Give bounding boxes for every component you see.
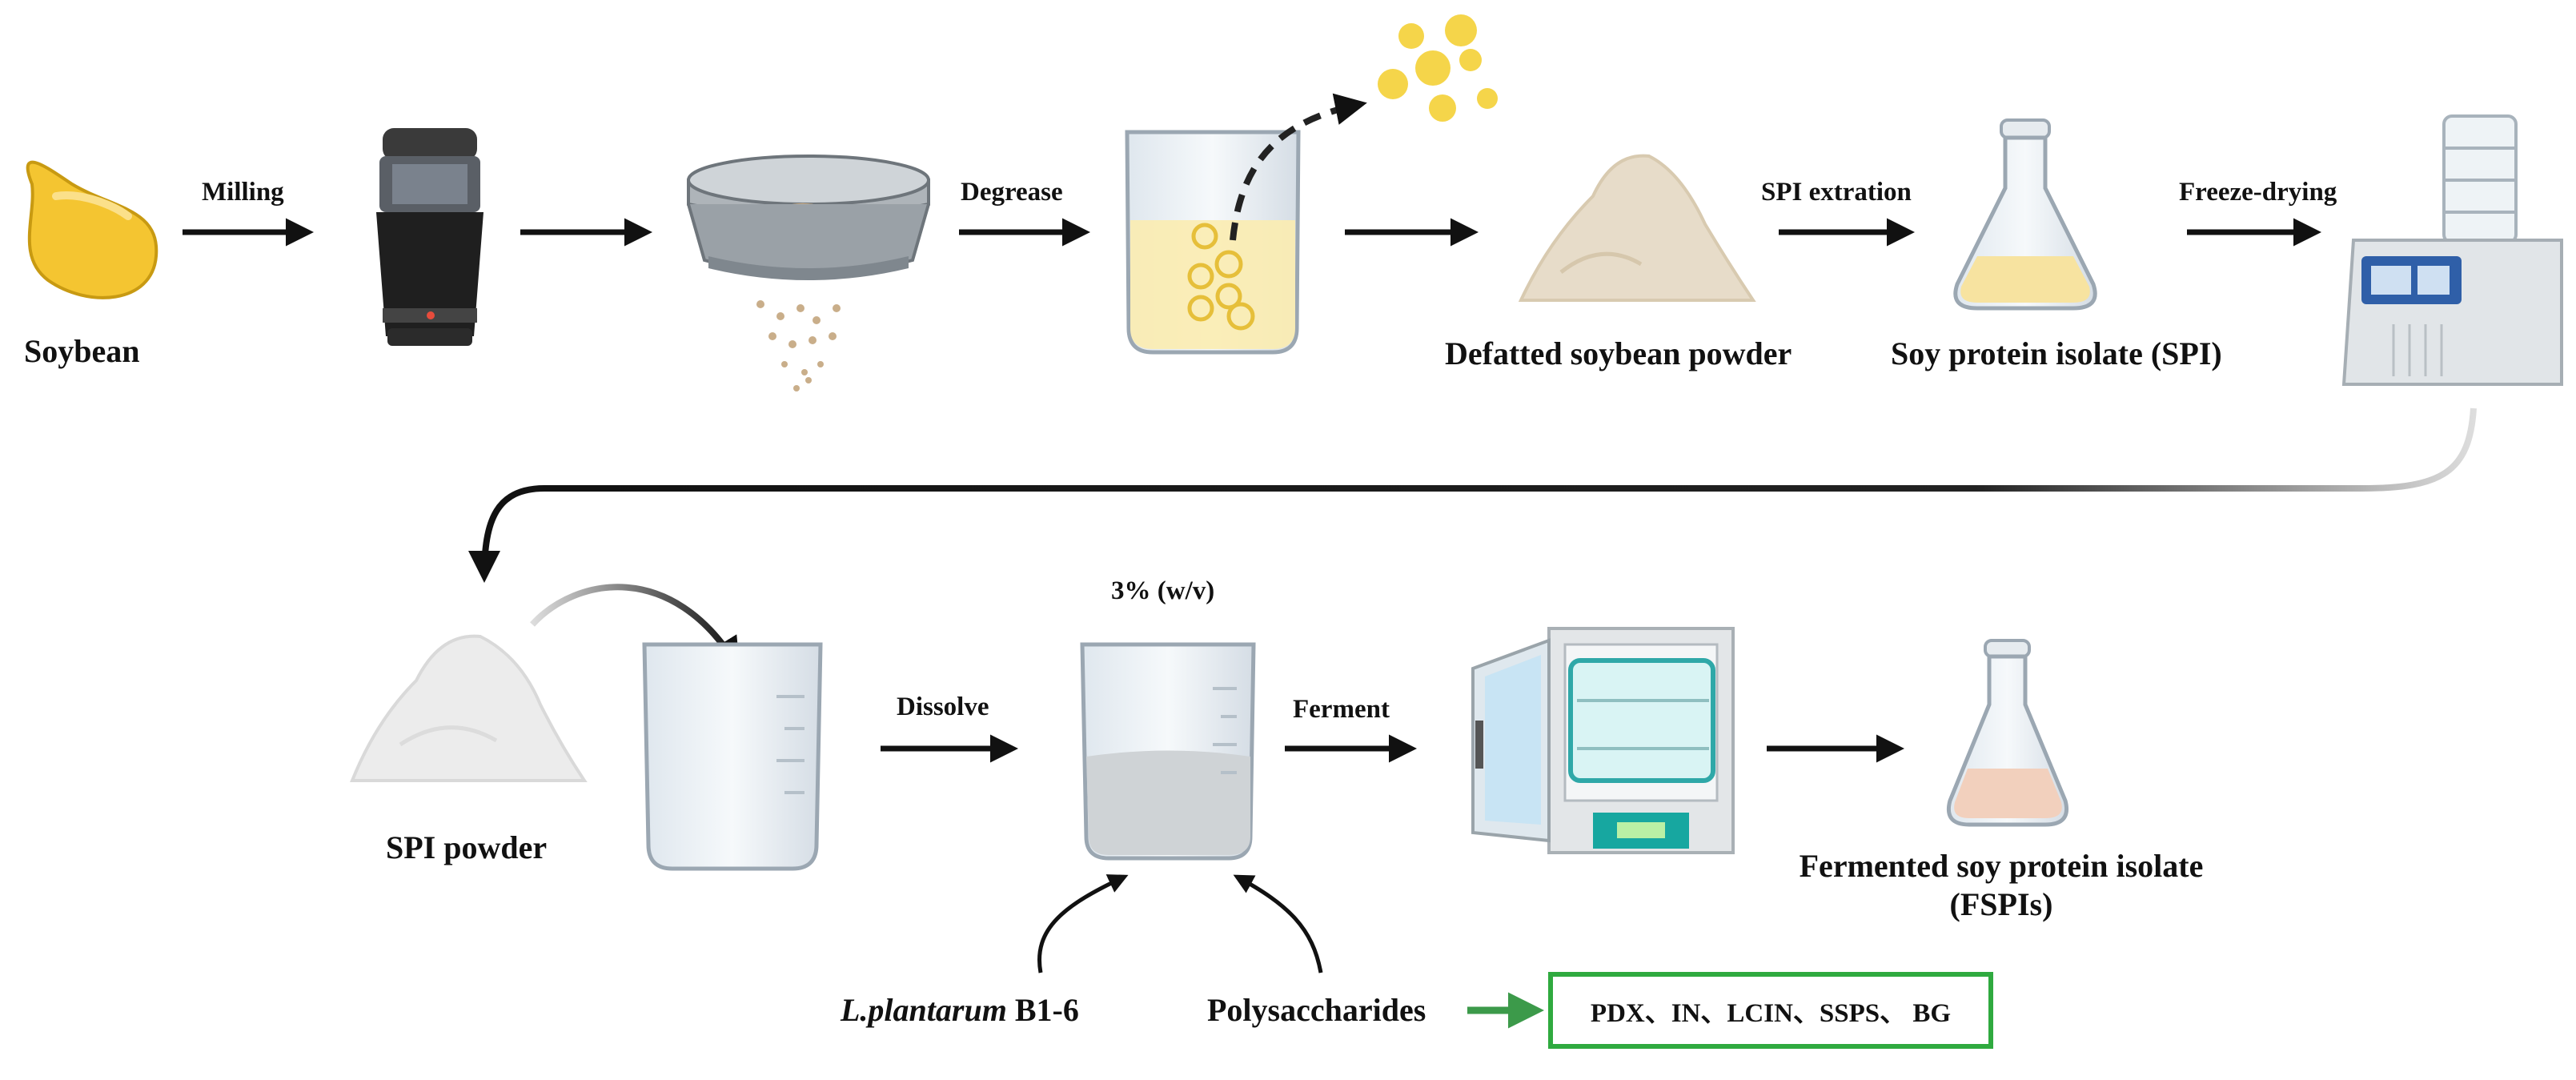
defatted-powder-label: Defatted soybean powder: [1445, 335, 1792, 371]
grinder-icon: [376, 128, 484, 346]
incubator-icon: [1471, 627, 1735, 854]
fspi-flask-icon: [1947, 639, 2068, 827]
strain-label: L.plantarum B1-6: [841, 991, 1079, 1029]
polysaccharides-label: Polysaccharides: [1207, 992, 1426, 1028]
freeze-dryer-icon: [2341, 114, 2563, 386]
degrease-label: Degrease: [961, 178, 1063, 207]
degrease-beaker-icon: [1125, 93, 1367, 355]
freeze-drying-label: Freeze-drying: [2179, 178, 2337, 207]
empty-beaker-icon: [642, 642, 823, 871]
spi-powder-label: SPI powder: [386, 829, 548, 865]
spi-flask-icon: [1953, 118, 2097, 311]
soybean-icon: [26, 160, 158, 299]
fspi-label: Fermented soy protein isolate (FSPIs): [1761, 847, 2241, 924]
milling-label: Milling: [202, 178, 284, 207]
oil-droplets-icon: [1378, 14, 1498, 122]
row2-arrows: [881, 734, 1904, 974]
strain-id: B1-6: [1006, 992, 1079, 1028]
polysaccharide-list-box: PDX、IN、LCIN、SSPS、 BG: [1548, 972, 1993, 1049]
row-connector-arrow: [468, 408, 2477, 583]
polysaccharide-list: PDX、IN、LCIN、SSPS、 BG: [1590, 999, 1952, 1028]
strain-arrow: [1037, 874, 1129, 974]
spi-label: Soy protein isolate (SPI): [1891, 335, 2222, 371]
polysaccharide-arrow: [1233, 874, 1323, 974]
fspi-label-line1: Fermented soy protein isolate: [1799, 848, 2204, 884]
add-powder-arrow: [530, 584, 740, 670]
soybean-label: Soybean: [24, 333, 140, 369]
fspi-label-line2: (FSPIs): [1949, 886, 2053, 922]
concentration-label: 3% (w/v): [1111, 576, 1215, 605]
sieve-icon: [687, 155, 930, 391]
strain-genus: L.plantarum: [841, 992, 1007, 1028]
spi-powder-icon: [350, 634, 588, 782]
solution-beaker-icon: [1080, 642, 1256, 861]
spi-extraction-label: SPI extration: [1761, 178, 1912, 207]
defatted-powder-icon: [1518, 154, 1756, 302]
ferment-label: Ferment: [1293, 695, 1390, 724]
dissolve-label: Dissolve: [897, 693, 989, 721]
